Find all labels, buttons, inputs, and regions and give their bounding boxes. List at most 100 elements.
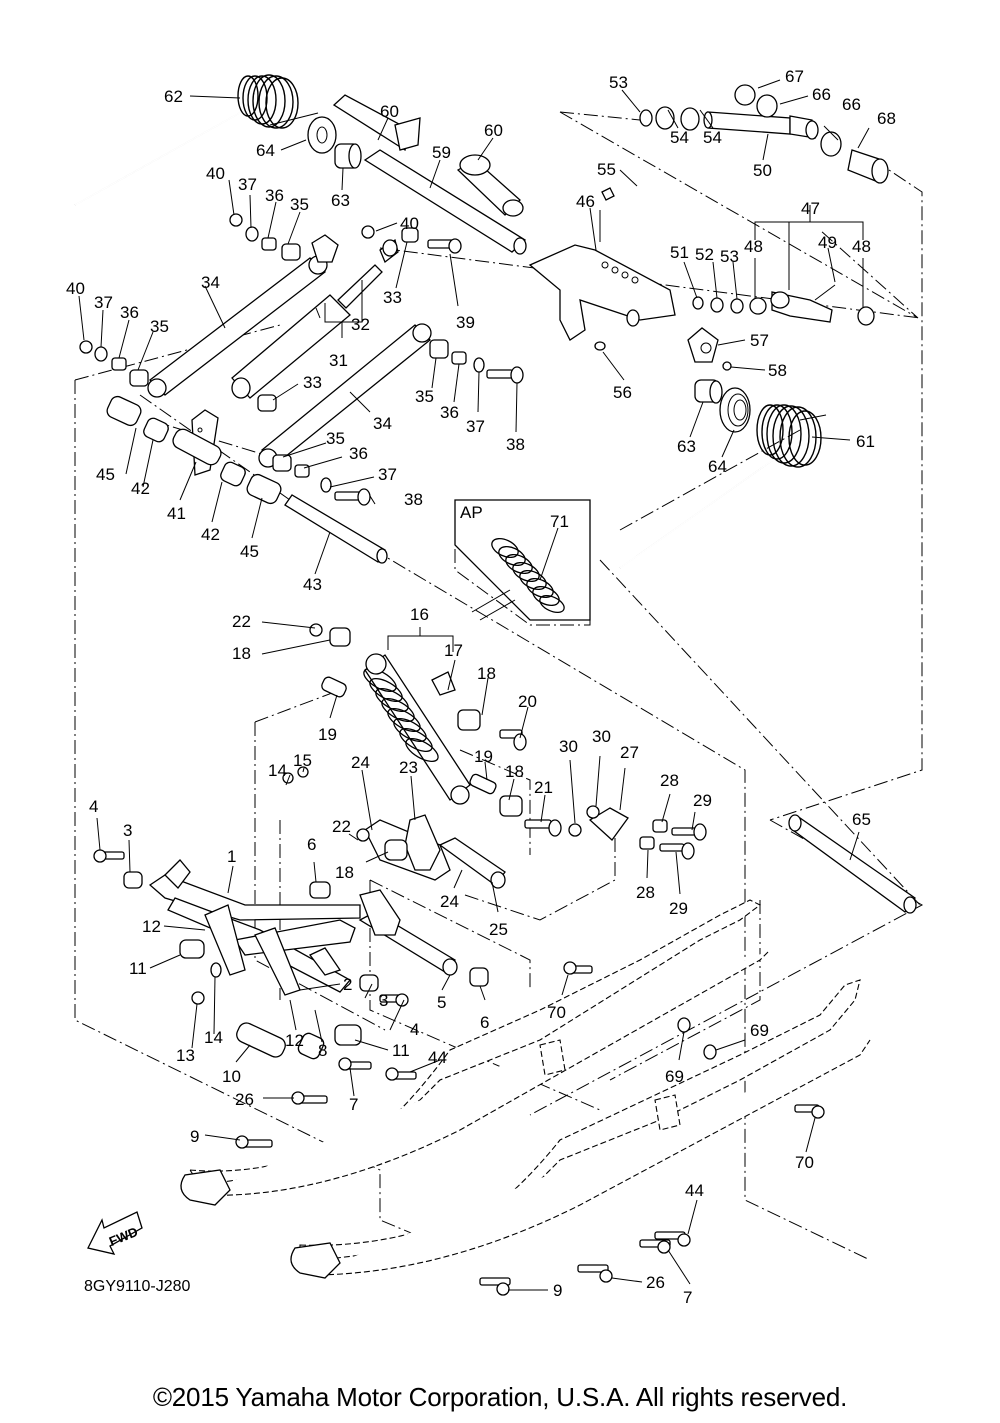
callout-50: 50	[753, 161, 772, 180]
spring-seat-64-right	[719, 387, 751, 433]
callout-18: 18	[477, 664, 496, 683]
callout-64: 64	[256, 141, 275, 160]
damper-31	[231, 234, 383, 399]
callout-42: 42	[131, 479, 150, 498]
callout-11: 11	[392, 1041, 410, 1060]
callout-19: 19	[318, 725, 337, 744]
inset-box-ap: AP	[454, 499, 591, 621]
callout-49: 49	[818, 233, 837, 252]
bracket-23-group	[356, 814, 506, 889]
washer-64-left	[307, 116, 337, 154]
callout-44: 44	[685, 1181, 704, 1200]
diagram-reference-code: 8GY9110-J280	[84, 1278, 191, 1295]
link-34-upper	[147, 255, 328, 398]
callout-4: 4	[410, 1020, 419, 1039]
callout-19: 19	[474, 747, 493, 766]
callout-63: 63	[331, 191, 350, 210]
callout-34: 34	[201, 273, 220, 292]
callout-63: 63	[677, 437, 696, 456]
shaft-59	[363, 149, 527, 255]
callout-45: 45	[240, 542, 259, 561]
callout-23: 23	[399, 758, 418, 777]
hardware-mid-right	[272, 339, 524, 506]
callout-20: 20	[518, 692, 537, 711]
front-arm-1	[148, 859, 458, 996]
link-34-lower	[258, 323, 432, 468]
torsion-spring-right	[619, 404, 827, 569]
copyright-notice: ©2015 Yamaha Motor Corporation, U.S.A. A…	[152, 1382, 848, 1412]
callout-42: 42	[201, 525, 220, 544]
callout-61: 61	[856, 432, 875, 451]
callout-58: 58	[768, 361, 787, 380]
callout-37: 37	[94, 293, 113, 312]
callout-60: 60	[484, 121, 503, 140]
callout-43: 43	[303, 575, 322, 594]
callout-35: 35	[290, 195, 309, 214]
callout-34: 34	[373, 414, 392, 433]
callout-66: 66	[842, 95, 861, 114]
callout-31: 31	[329, 351, 348, 370]
callout-22: 22	[332, 817, 351, 836]
callout-35: 35	[415, 387, 434, 406]
slide-rail-right	[290, 979, 871, 1279]
callout-48: 48	[744, 237, 763, 256]
callout-57: 57	[750, 331, 769, 350]
callout-46: 46	[576, 192, 595, 211]
callout-62: 62	[164, 87, 183, 106]
callout-52: 52	[695, 245, 714, 264]
callout-47: 47	[801, 199, 820, 218]
callout-33: 33	[303, 373, 322, 392]
callout-32: 32	[351, 315, 370, 334]
collars-42-45	[106, 395, 282, 505]
callout-14: 14	[204, 1028, 223, 1047]
callout-33: 33	[383, 288, 402, 307]
callout-21: 21	[534, 778, 553, 797]
callout-29: 29	[693, 791, 712, 810]
callout-5: 5	[437, 993, 446, 1012]
rear-shock-16	[363, 653, 471, 805]
callout-36: 36	[265, 186, 284, 205]
callout-71: 71	[550, 512, 569, 531]
callout-25: 25	[489, 920, 508, 939]
stopper-57	[687, 327, 732, 371]
forward-direction-arrow-icon: FWD	[87, 1211, 143, 1255]
callout-9: 9	[553, 1281, 562, 1300]
parts-diagram: AP	[66, 67, 924, 1307]
callout-68: 68	[877, 109, 896, 128]
callout-66: 66	[812, 85, 831, 104]
rod-end-upper	[379, 238, 399, 264]
callout-2: 2	[343, 975, 352, 994]
hardware-upper-left	[79, 213, 462, 412]
callout-55: 55	[597, 160, 616, 179]
callout-6: 6	[480, 1013, 489, 1032]
torsion-spring-left	[74, 74, 319, 206]
callout-14: 14	[268, 761, 287, 780]
callout-3: 3	[123, 821, 132, 840]
callout-7: 7	[683, 1288, 692, 1307]
shaft-43	[284, 494, 388, 564]
callout-69: 69	[750, 1021, 769, 1040]
callout-40: 40	[66, 279, 85, 298]
callout-11: 11	[129, 959, 147, 978]
callout-45: 45	[96, 465, 115, 484]
callout-26: 26	[646, 1273, 665, 1292]
callout-15: 15	[293, 751, 312, 770]
callout-70: 70	[795, 1153, 814, 1172]
callout-6: 6	[307, 835, 316, 854]
callout-28: 28	[636, 883, 655, 902]
callout-37: 37	[238, 175, 257, 194]
callout-54: 54	[703, 128, 722, 147]
cover-60-upper	[332, 94, 421, 152]
callout-7: 7	[349, 1095, 358, 1114]
callout-53: 53	[609, 73, 628, 92]
callout-29: 29	[669, 899, 688, 918]
pivot-arm-41	[172, 409, 222, 476]
bushing-63-right	[694, 379, 723, 404]
shock-hardware	[309, 623, 562, 837]
callout-44: 44	[428, 1048, 447, 1067]
callout-41: 41	[167, 504, 186, 523]
callout-30: 30	[559, 737, 578, 756]
callout-37: 37	[466, 417, 485, 436]
callout-24: 24	[440, 892, 459, 911]
pivot-collar-group-47	[692, 284, 875, 326]
